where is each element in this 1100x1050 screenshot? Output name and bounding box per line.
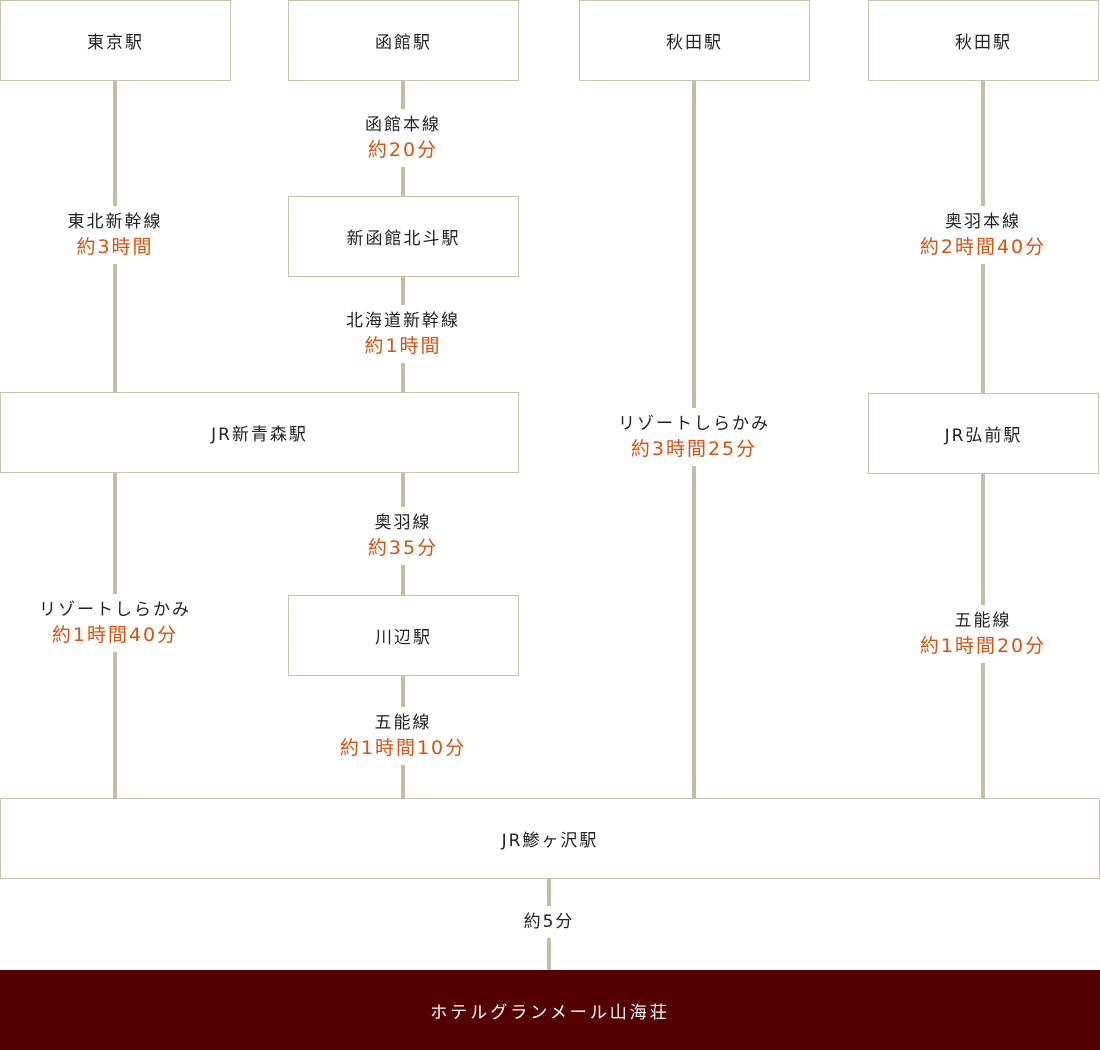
route-duration: 約3時間 <box>76 236 154 258</box>
route-duration: 約1時間10分 <box>339 737 467 759</box>
route-label-hakodate-hokuto: 函館本線 約20分 <box>283 109 523 167</box>
station-label: 東京駅 <box>87 33 144 53</box>
station-hirosaki: JR弘前駅 <box>868 393 1099 474</box>
station-kawabe: 川辺駅 <box>288 595 519 676</box>
route-duration: 約1時間20分 <box>919 635 1047 657</box>
station-label: JR弘前駅 <box>944 426 1023 446</box>
route-label-hokuto-aomori: 北海道新幹線 約1時間 <box>283 305 523 363</box>
route-label-akita-hirosaki: 奥羽本線 約2時間40分 <box>863 206 1100 264</box>
route-line-name: 東北新幹線 <box>67 212 163 232</box>
route-duration: 約5分 <box>523 912 575 932</box>
route-label-hirosaki-ajigasawa: 五能線 約1時間20分 <box>863 605 1100 663</box>
station-hakodate: 函館駅 <box>288 0 519 81</box>
station-label: 函館駅 <box>375 33 432 53</box>
station-label: 川辺駅 <box>375 628 432 648</box>
route-line-name: 函館本線 <box>365 115 441 135</box>
route-duration: 約1時間 <box>364 335 442 357</box>
route-duration: 約1時間40分 <box>51 624 179 646</box>
route-duration: 約2時間40分 <box>919 236 1047 258</box>
route-label-tokyo-aomori: 東北新幹線 約3時間 <box>0 206 235 264</box>
route-line-name: 奥羽線 <box>374 513 432 533</box>
route-label-ajigasawa-hotel: 約5分 <box>429 906 669 938</box>
route-duration: 約20分 <box>367 139 439 161</box>
station-shin-aomori: JR新青森駅 <box>0 392 519 473</box>
station-akita-2: 秋田駅 <box>868 0 1099 81</box>
route-duration: 約3時間25分 <box>630 438 758 460</box>
route-line-name: 五能線 <box>374 713 432 733</box>
station-shin-hakodate-hokuto: 新函館北斗駅 <box>288 196 519 277</box>
station-label: JR新青森駅 <box>211 425 308 445</box>
route-line-name: 北海道新幹線 <box>346 311 460 331</box>
route-label-aomori-kawabe: 奥羽線 約35分 <box>283 507 523 565</box>
station-tokyo: 東京駅 <box>0 0 231 81</box>
route-label-aomori-ajigasawa: リゾートしらかみ 約1時間40分 <box>0 594 235 652</box>
route-line-name: リゾートしらかみ <box>618 414 770 434</box>
route-duration: 約35分 <box>367 537 439 559</box>
route-line-name: リゾートしらかみ <box>39 600 191 620</box>
station-akita-1: 秋田駅 <box>579 0 810 81</box>
route-line-name: 五能線 <box>954 611 1012 631</box>
hotel-name: ホテルグランメール山海荘 <box>430 1002 670 1023</box>
route-line-name: 奥羽本線 <box>945 212 1021 232</box>
hotel-destination: ホテルグランメール山海荘 <box>0 970 1100 1050</box>
station-label: 秋田駅 <box>666 33 723 53</box>
station-ajigasawa: JR鯵ヶ沢駅 <box>0 798 1100 879</box>
station-label: 新函館北斗駅 <box>346 229 461 249</box>
route-label-kawabe-ajigasawa: 五能線 約1時間10分 <box>283 707 523 765</box>
station-label: 秋田駅 <box>955 33 1012 53</box>
route-label-akita-ajigasawa: リゾートしらかみ 約3時間25分 <box>574 408 814 466</box>
station-label: JR鯵ヶ沢駅 <box>501 831 599 851</box>
